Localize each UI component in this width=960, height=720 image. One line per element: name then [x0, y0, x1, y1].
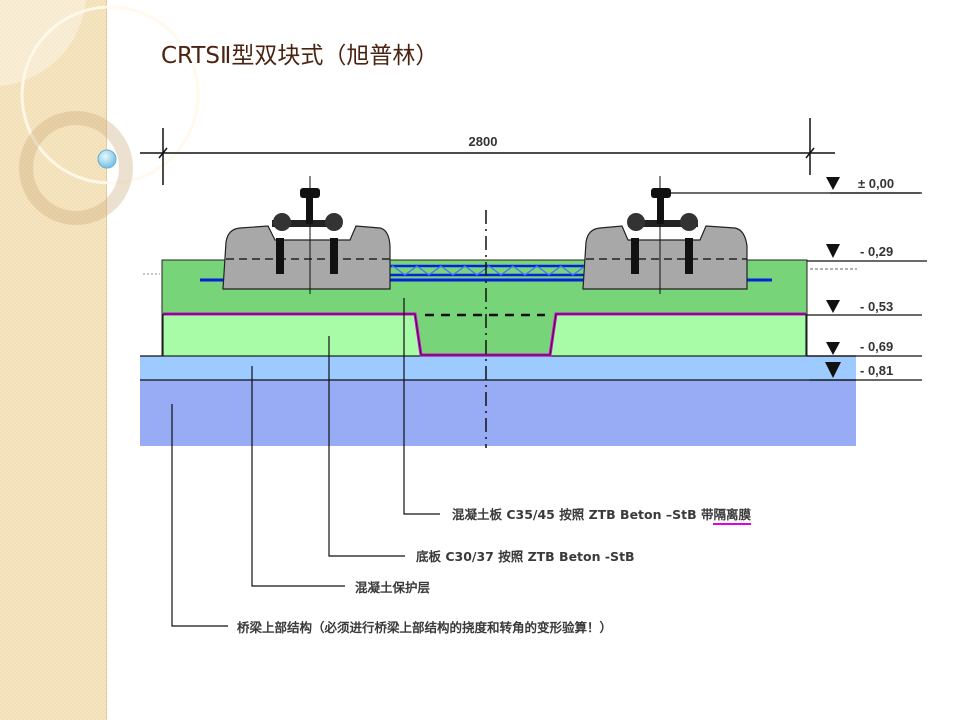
- elevation-label: - 0,53: [860, 299, 893, 314]
- elevation-label: - 0,69: [860, 339, 893, 354]
- sleeper-left: [222, 176, 391, 294]
- note-concrete-slab: 混凝土板 C35/45 按照 ZTB Beton –StB 带隔离膜: [452, 504, 751, 525]
- note-bridge-superstructure: 桥梁上部结构（必须进行桥梁上部结构的挠度和转角的变形验算！）: [237, 620, 613, 635]
- slide-title: CRTSⅡ型双块式（旭普林）: [161, 43, 439, 69]
- elevation-label: - 0,81: [860, 363, 893, 378]
- leader-lines: [171, 298, 440, 627]
- note-text: 混凝土板 C35/45 按照 ZTB Beton –StB 带: [452, 507, 714, 522]
- base-plate-left: [163, 314, 421, 355]
- elevation-markers: [143, 177, 927, 381]
- dimension-line: [140, 118, 835, 185]
- elevation-label: - 0,29: [860, 244, 893, 259]
- note-base-plate: 底板 C30/37 按照 ZTB Beton -StB: [416, 549, 635, 564]
- bridge-superstructure: [140, 380, 856, 446]
- note-underlined-text: 隔离膜: [713, 507, 751, 525]
- protective-layer: [140, 356, 856, 380]
- bullet-orb-icon: [97, 149, 117, 169]
- decorative-rings: [0, 0, 200, 225]
- note-protective-layer: 混凝土保护层: [355, 580, 431, 595]
- slide-decoration-sidebar: [0, 0, 200, 720]
- sleeper-right: [582, 176, 920, 294]
- base-plate-right: [550, 314, 806, 355]
- dimension-label: 2800: [469, 134, 498, 149]
- elevation-label: ± 0,00: [858, 176, 894, 191]
